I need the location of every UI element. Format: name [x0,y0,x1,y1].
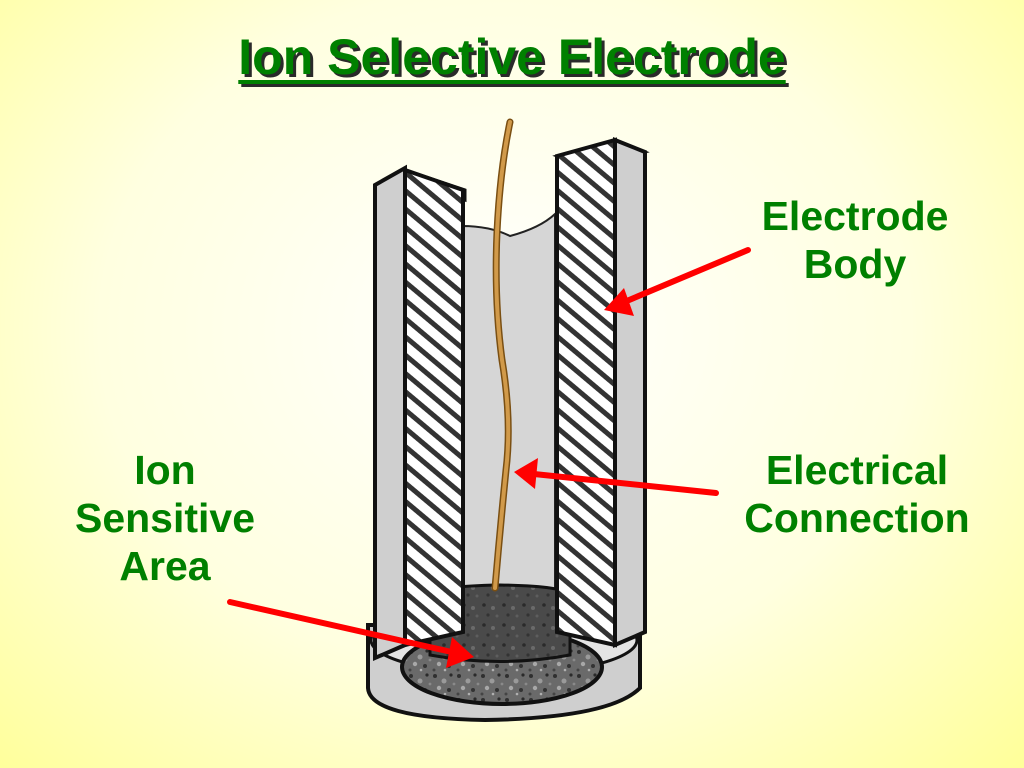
arrow-electrode-body [604,247,751,316]
label-ion-sensitive-line1: Ion [134,447,196,493]
label-electrode-body-line2: Body [803,241,907,287]
label-electrode-body: Electrode Body [740,192,970,288]
label-ion-sensitive-line2: Sensitive [74,495,256,541]
label-ion-sensitive-area: Ion Sensitive Area [40,446,290,590]
slide-title: Ion Selective Electrode [238,29,786,85]
arrow-ion-sensitive-area [227,599,474,668]
label-electrode-body-line1: Electrode [761,193,949,239]
electrode-right-wall [552,137,650,649]
label-ion-sensitive-line3: Area [119,543,211,589]
electrode-left-wall [373,164,467,662]
label-electrical-connection: Electrical Connection [712,446,1002,542]
arrow-electrical-connection [514,458,719,496]
electrical-wire-highlight [493,120,512,590]
label-electrical-connection-line2: Connection [744,495,970,541]
label-electrical-connection-line1: Electrical [765,447,949,493]
